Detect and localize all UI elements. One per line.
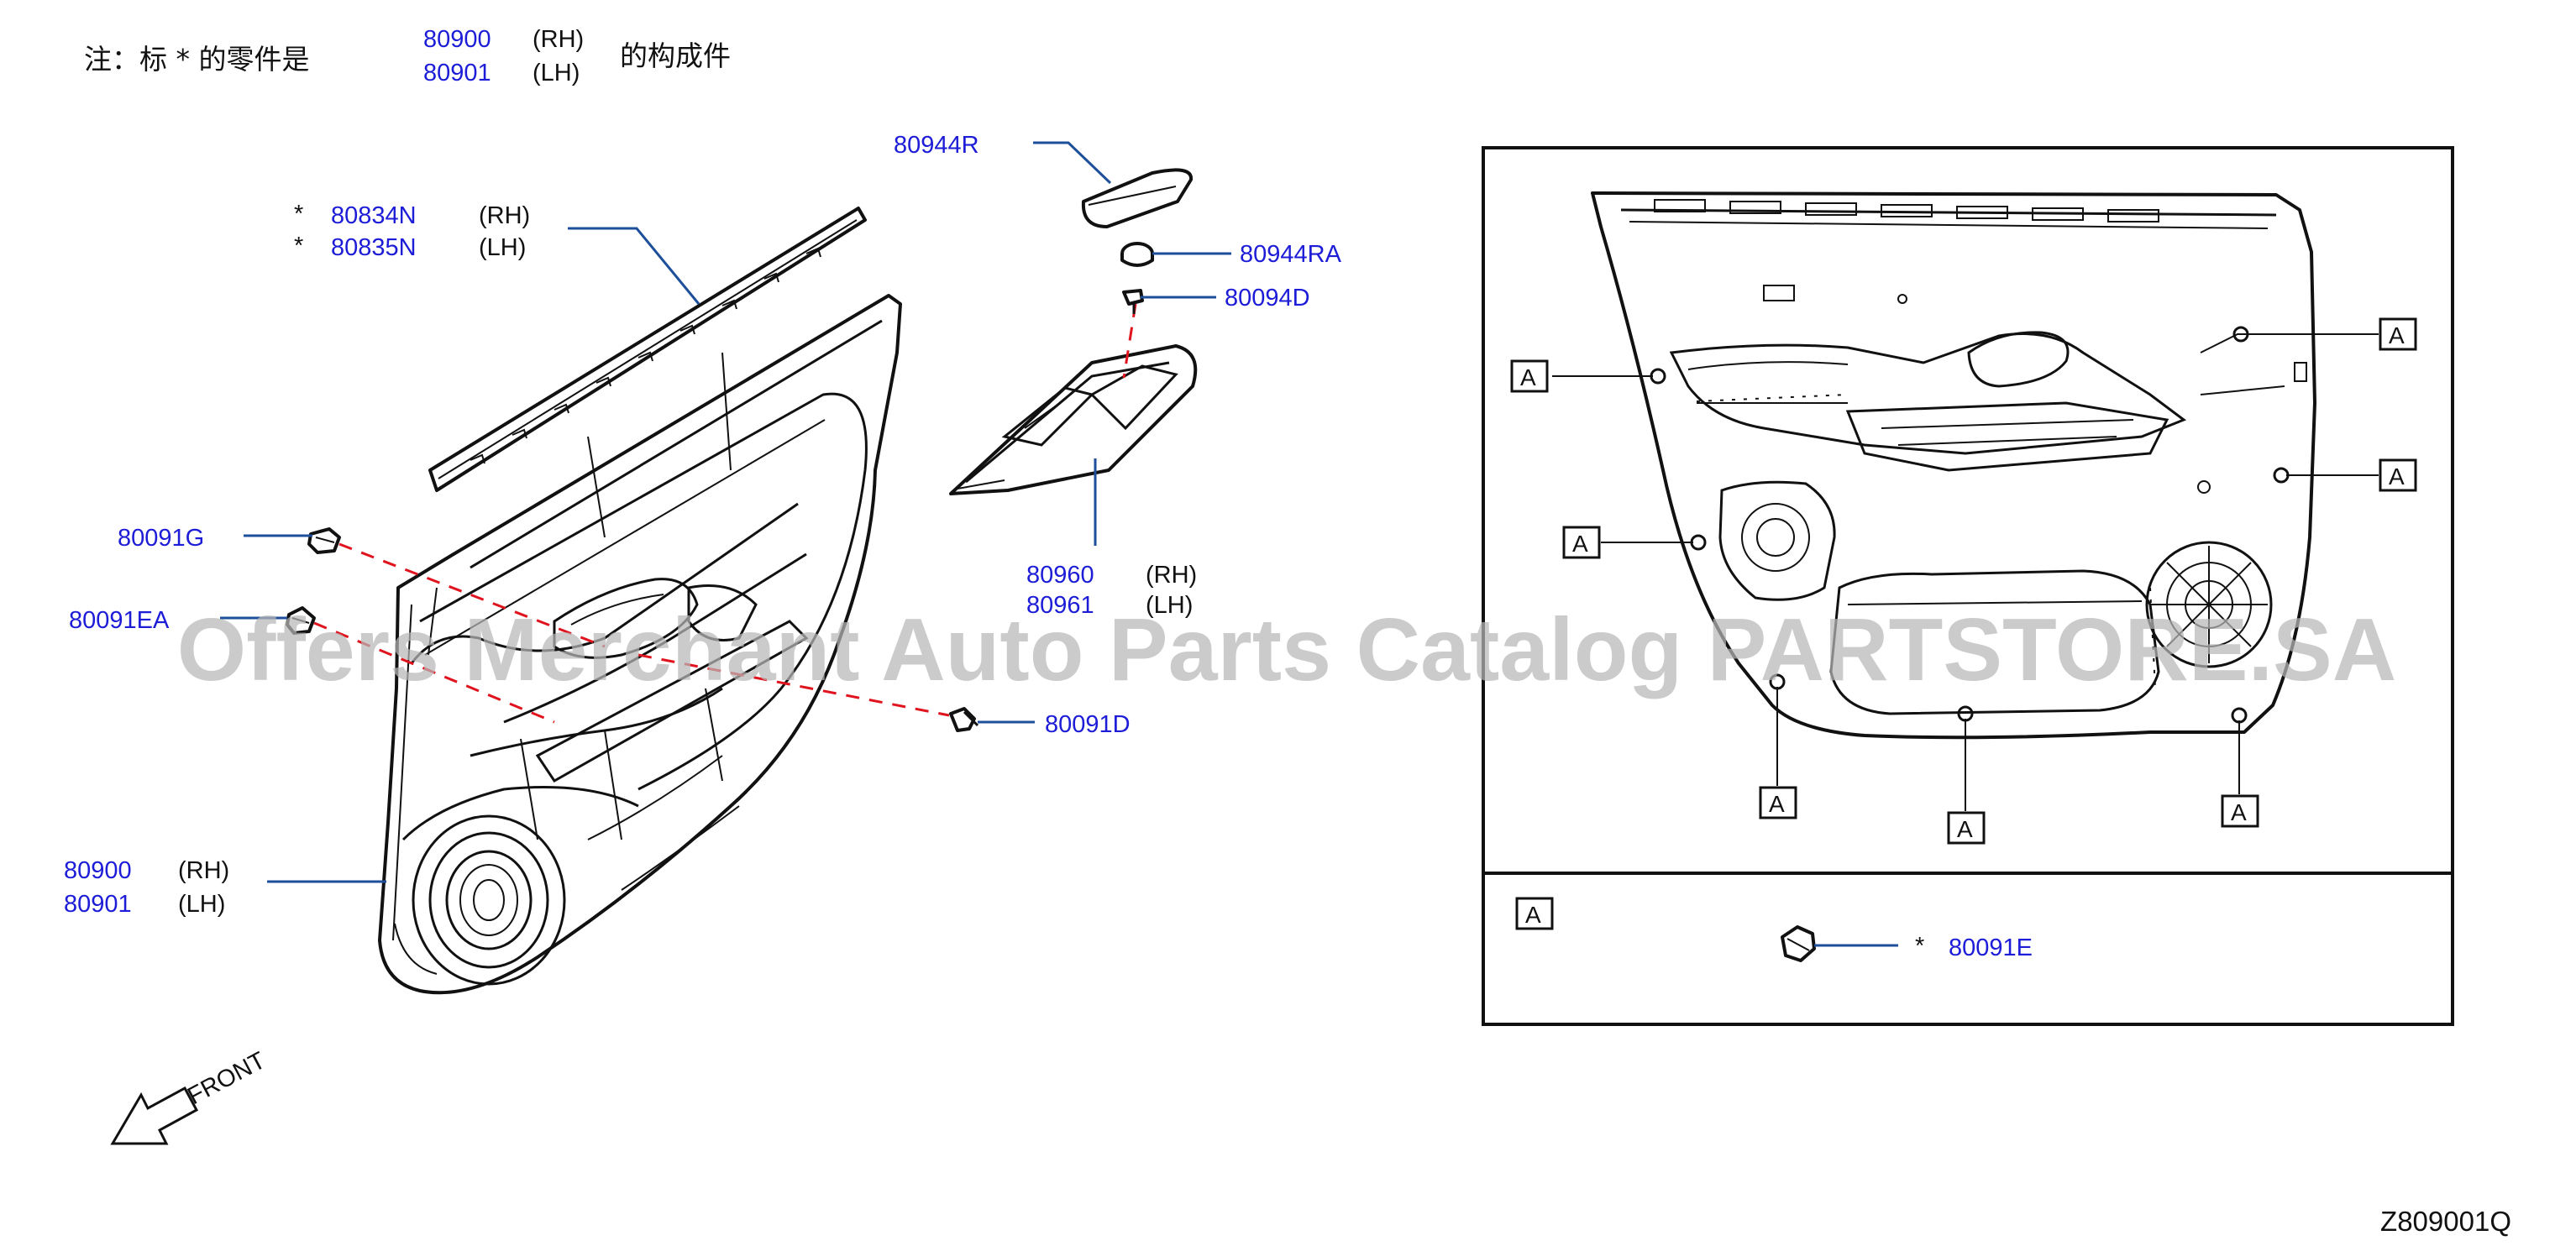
ref-box-a-1[interactable]: A <box>1510 359 1549 393</box>
ref-a-3-text: A <box>2389 463 2405 490</box>
leader-lines <box>220 141 1231 883</box>
label-80091g[interactable]: 80091G <box>118 525 204 552</box>
label-80901[interactable]: 80901 <box>64 891 132 918</box>
window-moulding-strip <box>428 207 867 492</box>
ref-box-a-3[interactable]: A <box>2379 458 2417 492</box>
cap-80944ra <box>1120 242 1154 267</box>
screw-80091d <box>949 707 979 732</box>
lh-80901: (LH) <box>178 891 225 918</box>
ref-box-a-7[interactable]: A <box>2221 794 2259 828</box>
clip-80091e <box>1781 925 1816 962</box>
ref-a-4-text: A <box>1572 531 1588 557</box>
label-80834n[interactable]: 80834N <box>331 202 417 229</box>
star-80091e: * <box>1915 933 1924 960</box>
pad-80944r <box>1081 168 1193 228</box>
ref-a-2-text: A <box>2389 322 2405 348</box>
rh-80900: (RH) <box>178 857 229 884</box>
align-line-3 <box>637 653 950 717</box>
note-prefix: 注：标 * 的零件是 <box>84 43 309 76</box>
note-part-lh[interactable]: 80901 <box>423 60 491 86</box>
front-label: FRONT <box>183 1047 270 1110</box>
door-trim-panel <box>378 294 902 995</box>
watermark: Offers Merchant Auto Parts Catalog PARTS… <box>177 600 2397 699</box>
lh-80961: (LH) <box>1146 592 1193 619</box>
screw-80094d <box>1122 289 1144 314</box>
power-window-switch-finisher <box>949 344 1198 495</box>
clip-callouts <box>1552 326 2379 811</box>
note-lh: (LH) <box>533 60 580 86</box>
inset-frame <box>1482 146 2454 1026</box>
note-part-rh[interactable]: 80900 <box>423 26 491 53</box>
align-line-2 <box>313 621 555 724</box>
ref-a-7-text: A <box>2231 799 2247 825</box>
ref-a-5-text: A <box>1769 791 1785 817</box>
label-80094d[interactable]: 80094D <box>1225 285 1310 312</box>
label-80944r[interactable]: 80944R <box>894 132 979 159</box>
part-labels: 80944R 80944RA 80094D * 80834N (RH) * 80… <box>64 132 1342 918</box>
header-note: 注：标 * 的零件是 80900 (RH) 80901 (LH) 的构成件 <box>84 26 731 86</box>
inset-rear-view: A A A A A A A A <box>1482 146 2454 1026</box>
align-line-4 <box>1122 303 1137 379</box>
front-direction-arrow: FRONT <box>110 1047 270 1145</box>
ref-box-a-5[interactable]: A <box>1759 786 1797 819</box>
clip-80091g <box>307 527 341 554</box>
ref-a-6-text: A <box>1957 816 1973 842</box>
door-panel-back <box>1591 191 2316 740</box>
lh-80835n: (LH) <box>479 234 526 261</box>
label-80091ea[interactable]: 80091EA <box>69 607 170 634</box>
ref-box-a-2[interactable]: A <box>2379 317 2417 351</box>
label-80961[interactable]: 80961 <box>1026 592 1094 619</box>
star-80835n: * <box>294 233 303 259</box>
ref-a-1-text: A <box>1520 364 1536 390</box>
ref-box-a-4[interactable]: A <box>1562 526 1601 559</box>
note-rh: (RH) <box>533 26 584 53</box>
label-80091d[interactable]: 80091D <box>1045 711 1131 738</box>
label-80900[interactable]: 80900 <box>64 857 132 884</box>
rh-80834n: (RH) <box>479 202 530 229</box>
clip-80091ea <box>286 606 316 635</box>
rh-80960: (RH) <box>1146 562 1197 589</box>
detail-a-text: A <box>1525 902 1541 928</box>
note-suffix: 的构成件 <box>620 39 731 72</box>
detail-a-legend: A * 80091E <box>1515 897 2033 962</box>
label-80835n[interactable]: 80835N <box>331 234 417 261</box>
exploded-view: FRONT <box>110 168 1198 1145</box>
label-80960[interactable]: 80960 <box>1026 562 1094 589</box>
star-80834n: * <box>294 201 303 228</box>
label-80944ra[interactable]: 80944RA <box>1240 241 1342 268</box>
label-80091e[interactable]: 80091E <box>1949 934 2033 961</box>
diagram-code: Z809001Q <box>2380 1206 2511 1237</box>
ref-box-a-6[interactable]: A <box>1947 811 1986 845</box>
align-line-1 <box>338 542 606 648</box>
